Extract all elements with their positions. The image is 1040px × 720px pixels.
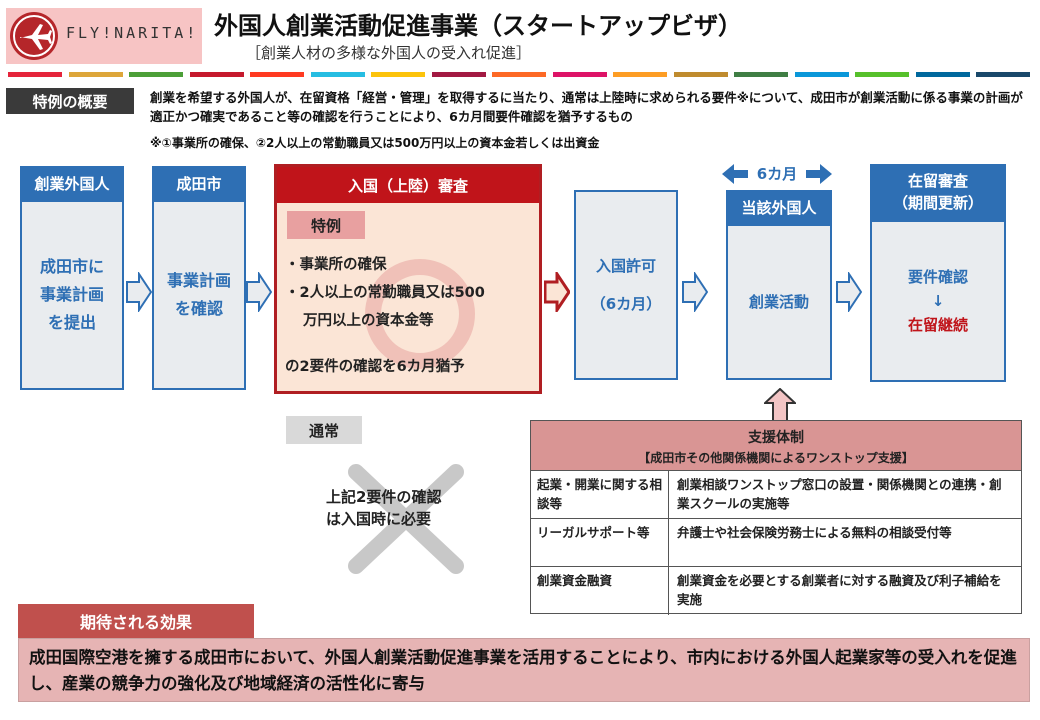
expected-effects-text: 成田国際空港を擁する成田市において、外国人創業活動促進事業を活用することにより、…: [18, 638, 1030, 702]
page-subtitle: ［創業人材の多様な外国人の受入れ促進］: [246, 44, 532, 62]
overview-text: 創業を希望する外国人が、在留資格「経営・管理」を取得するに当たり、通常は上陸時に…: [150, 90, 1023, 124]
table-row: 起業・開業に関する相談等 創業相談ワンストップ窓口の設置・関係機関との連携・創業…: [531, 471, 1021, 519]
entry-permit-box: 入国許可 （6カ月）: [574, 190, 678, 380]
color-stripe-segment: [673, 72, 728, 77]
support-detail: 創業資金を必要とする創業者に対する融資及び利子補給を実施: [677, 573, 1002, 607]
requirement-item-cont: 万円以上の資本金等: [303, 313, 434, 329]
step6-body: 要件確認 ↓ 在留継続: [870, 220, 1006, 382]
color-stripe-segment: [189, 72, 244, 77]
flow-arrow-icon: [682, 272, 708, 312]
color-stripe-segment: [68, 72, 123, 77]
normal-case-line: 上記2要件の確認: [326, 488, 442, 506]
normal-case-text: 上記2要件の確認 は入国時に必要: [326, 486, 441, 530]
color-stripe-segment: [492, 72, 546, 77]
requirement-check: 要件確認: [907, 268, 968, 286]
support-header: 支援体制 【成田市その他関係機関によるワンストップ支援】: [531, 421, 1021, 471]
step1-line: 成田市に: [39, 257, 104, 276]
color-stripe-segment: [552, 72, 607, 77]
step1-body: 成田市に 事業計画 を提出: [20, 200, 124, 390]
period-label: 6カ月: [748, 162, 806, 186]
flow-arrow-icon: [246, 272, 272, 312]
residence-review-title: 在留審査: [907, 172, 968, 190]
support-detail: 創業相談ワンストップ窓口の設置・関係機関との連携・創業スクールの実施等: [677, 477, 1002, 511]
step6-head: 在留審査 （期間更新）: [870, 164, 1006, 220]
expected-effects-label: 期待される効果: [18, 604, 254, 638]
residence-continue: 在留継続: [907, 316, 968, 334]
overview-label: 特例の概要: [6, 88, 134, 114]
table-row: リーガルサポート等 弁護士や社会保険労務士による無料の相談受付等: [531, 519, 1021, 567]
support-title: 支援体制: [748, 430, 804, 446]
step5-body: 創業活動: [726, 224, 832, 380]
color-stripe-segment: [250, 72, 304, 77]
color-stripe-segment: [431, 72, 486, 77]
support-category: リーガルサポート等: [531, 519, 669, 566]
color-stripe-segment: [976, 72, 1030, 77]
flow-arrow-red-icon: [544, 272, 570, 312]
airplane-icon: [10, 12, 58, 60]
step5-head: 当該外国人: [726, 190, 832, 224]
color-stripe-segment: [855, 72, 909, 77]
entry-inspection-head: 入国（上陸）審査: [277, 167, 539, 203]
support-detail: 弁護士や社会保険労務士による無料の相談受付等: [677, 525, 952, 540]
residence-review-subtitle: （期間更新）: [892, 194, 983, 212]
deferral-summary: の2要件の確認を6カ月猶予: [285, 359, 465, 375]
color-stripe-segment: [915, 72, 970, 77]
logo-text: FLY!NARITA!: [66, 24, 199, 42]
color-stripe-segment: [8, 72, 62, 77]
color-stripe-segment: [371, 72, 425, 77]
step1-line: を提出: [47, 313, 96, 332]
step2-head: 成田市: [152, 166, 246, 200]
entry-permit-period: （6カ月）: [590, 295, 662, 313]
normal-case-label: 通常: [286, 416, 362, 444]
table-row: 創業資金融資 創業資金を必要とする創業者に対する融資及び利子補給を実施: [531, 567, 1021, 615]
color-stripe-segment: [613, 72, 667, 77]
requirement-item: ・事業所の確保: [285, 257, 387, 273]
normal-case-line: は入国時に必要: [326, 510, 432, 528]
support-subtitle: 【成田市その他関係機関によるワンストップ支援】: [638, 451, 914, 465]
requirement-item: ・2人以上の常勤職員又は500: [285, 285, 485, 301]
step1-line: 事業計画: [39, 285, 104, 304]
support-category: 起業・開業に関する相談等: [531, 471, 669, 518]
color-stripe-segment: [734, 72, 788, 77]
narita-logo: FLY!NARITA!: [6, 8, 202, 64]
color-stripe-segment: [310, 72, 365, 77]
step2-body: 事業計画 を確認: [152, 200, 246, 390]
period-indicator: 6カ月: [722, 162, 832, 186]
special-case-label: 特例: [287, 211, 365, 239]
color-stripe-segment: [794, 72, 849, 77]
overview-note: ※①事業所の確保、②2人以上の常勤職員又は500万円以上の資本金若しくは出資金: [150, 136, 600, 150]
entry-permit-line: 入国許可: [595, 257, 656, 275]
step1-head: 創業外国人: [20, 166, 124, 200]
flow-arrow-icon: [836, 272, 862, 312]
down-arrow-icon: ↓: [931, 292, 945, 310]
page-title: 外国人創業活動促進事業（スタートアップビザ）: [214, 12, 742, 40]
cross-mark-icon: [346, 464, 466, 574]
flow-arrow-icon: [126, 272, 152, 312]
step2-line: を確認: [174, 299, 223, 318]
color-stripe-segment: [129, 72, 183, 77]
entry-inspection-box: 入国（上陸）審査 特例 ・事業所の確保 ・2人以上の常勤職員又は500 万円以上…: [274, 164, 542, 394]
support-system-table: 支援体制 【成田市その他関係機関によるワンストップ支援】 起業・開業に関する相談…: [530, 420, 1022, 615]
support-up-arrow-icon: [762, 387, 798, 422]
support-category: 創業資金融資: [531, 567, 669, 615]
step2-line: 事業計画: [166, 271, 231, 290]
